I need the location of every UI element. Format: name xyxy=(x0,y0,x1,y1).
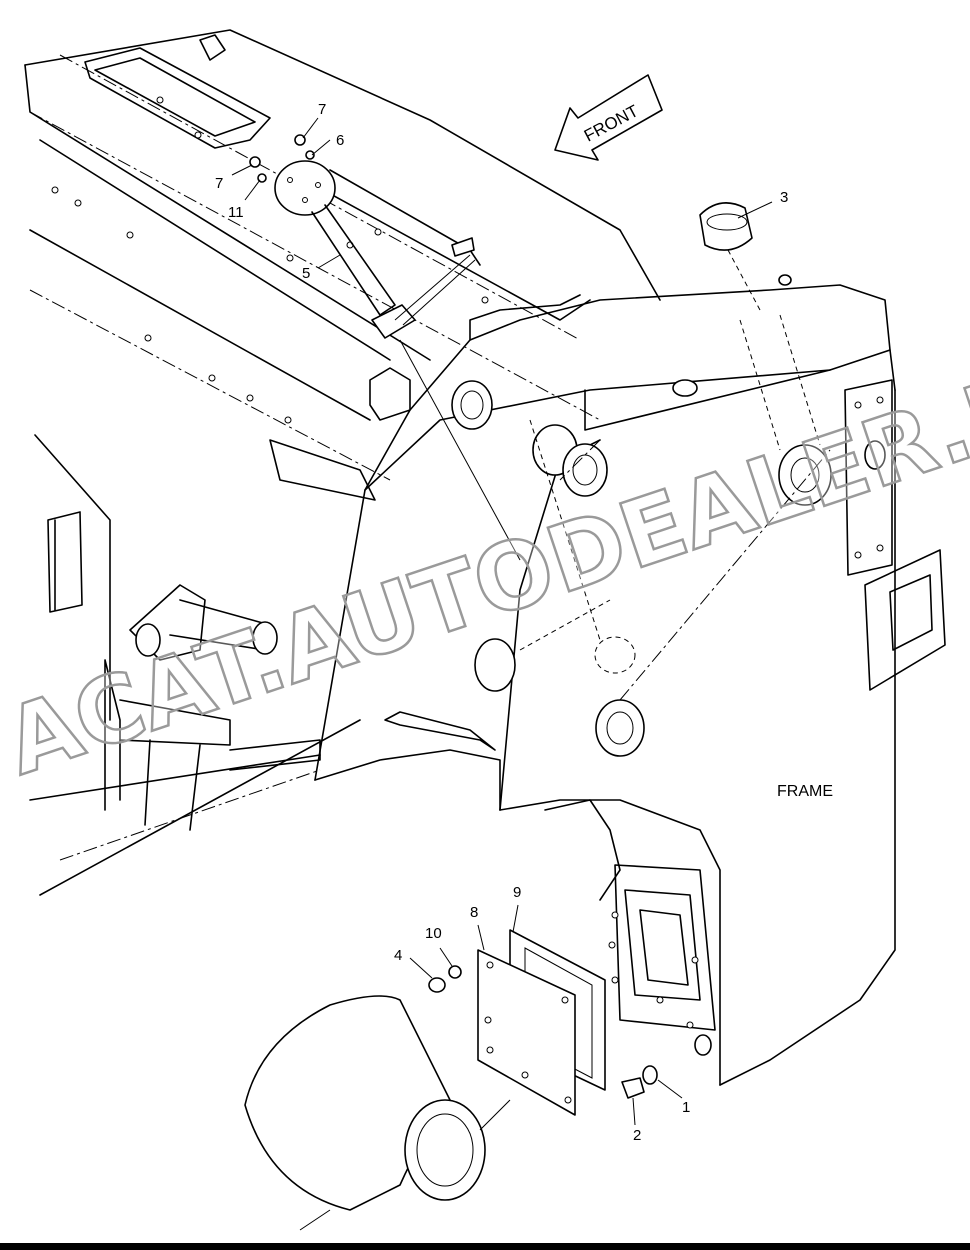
part-labels: 1 2 3 4 5 6 7 7 8 9 10 11 FRAME xyxy=(215,101,833,1144)
part-label-7-left: 7 xyxy=(215,175,223,192)
part-label-7-top: 7 xyxy=(318,101,326,118)
frame-label: FRAME xyxy=(777,783,833,800)
hardware xyxy=(249,134,792,1099)
bottom-border xyxy=(0,1243,970,1250)
part-label-11: 11 xyxy=(228,204,244,221)
part-label-10: 10 xyxy=(425,925,442,942)
part-label-2: 2 xyxy=(633,1127,641,1144)
part-label-1: 1 xyxy=(682,1099,690,1116)
frame-side-plate xyxy=(314,284,946,1086)
part-label-4: 4 xyxy=(394,947,402,964)
part-label-9: 9 xyxy=(513,884,521,901)
part-label-5: 5 xyxy=(302,265,310,282)
rear-access-opening xyxy=(608,864,716,1056)
left-support xyxy=(29,434,361,896)
front-direction-arrow: FRONT xyxy=(554,74,663,161)
part-label-8: 8 xyxy=(470,904,478,921)
fuel-sender xyxy=(274,160,521,561)
leader-lines xyxy=(231,117,773,1126)
part-label-6: 6 xyxy=(336,132,344,149)
part-label-3: 3 xyxy=(780,189,788,206)
axle-hub xyxy=(244,995,511,1231)
cover-plate xyxy=(477,929,606,1116)
chassis-frame xyxy=(24,29,661,501)
